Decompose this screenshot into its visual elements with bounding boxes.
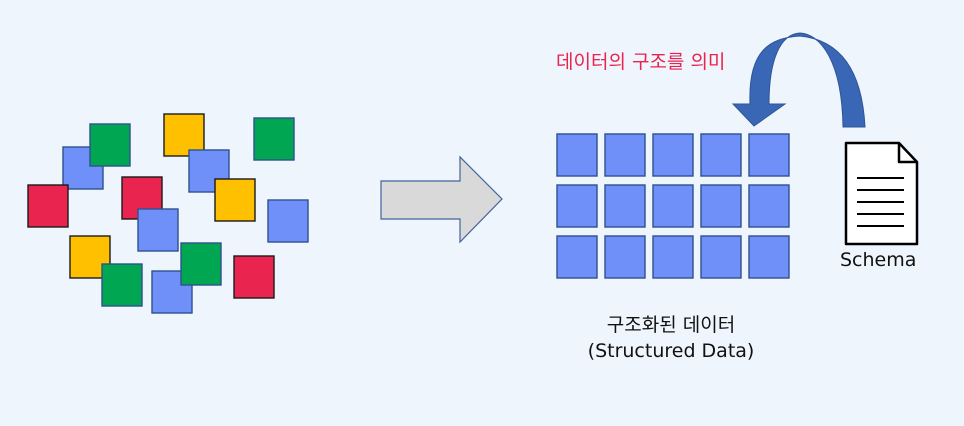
blue-square	[137, 208, 179, 252]
green-square	[89, 123, 131, 167]
unstructured-data-cluster	[27, 113, 309, 314]
yellow-square	[214, 178, 256, 222]
grid-cell	[700, 235, 742, 279]
structured-data-grid	[556, 133, 790, 279]
grid-cell	[652, 184, 694, 228]
blue-square	[267, 199, 309, 243]
grid-cell	[748, 133, 790, 177]
grid-cell	[700, 184, 742, 228]
grid-cell	[604, 184, 646, 228]
red-square	[27, 184, 69, 228]
grid-cell	[604, 133, 646, 177]
grid-cell	[748, 184, 790, 228]
grid-cell	[604, 235, 646, 279]
document-icon	[844, 141, 919, 246]
schema-label: Schema	[840, 249, 917, 271]
structured-data-title-korean: 구조화된 데이터	[606, 314, 736, 336]
right-arrow-icon	[380, 155, 503, 244]
green-square	[253, 117, 295, 161]
structured-data-title-english: (Structured Data)	[587, 340, 755, 362]
grid-cell	[652, 235, 694, 279]
structured-data-title: 구조화된 데이터 (Structured Data)	[0, 316, 964, 368]
grid-cell	[748, 235, 790, 279]
grid-cell	[556, 235, 598, 279]
schema-meaning-label: 데이터의 구조를 의미	[556, 51, 726, 73]
curved-arrow-icon	[731, 32, 866, 128]
grid-cell	[700, 133, 742, 177]
green-square	[101, 263, 143, 307]
red-square	[233, 255, 275, 299]
yellow-square	[163, 113, 205, 157]
grid-cell	[652, 133, 694, 177]
grid-cell	[556, 133, 598, 177]
green-square	[180, 242, 222, 286]
grid-cell	[556, 184, 598, 228]
